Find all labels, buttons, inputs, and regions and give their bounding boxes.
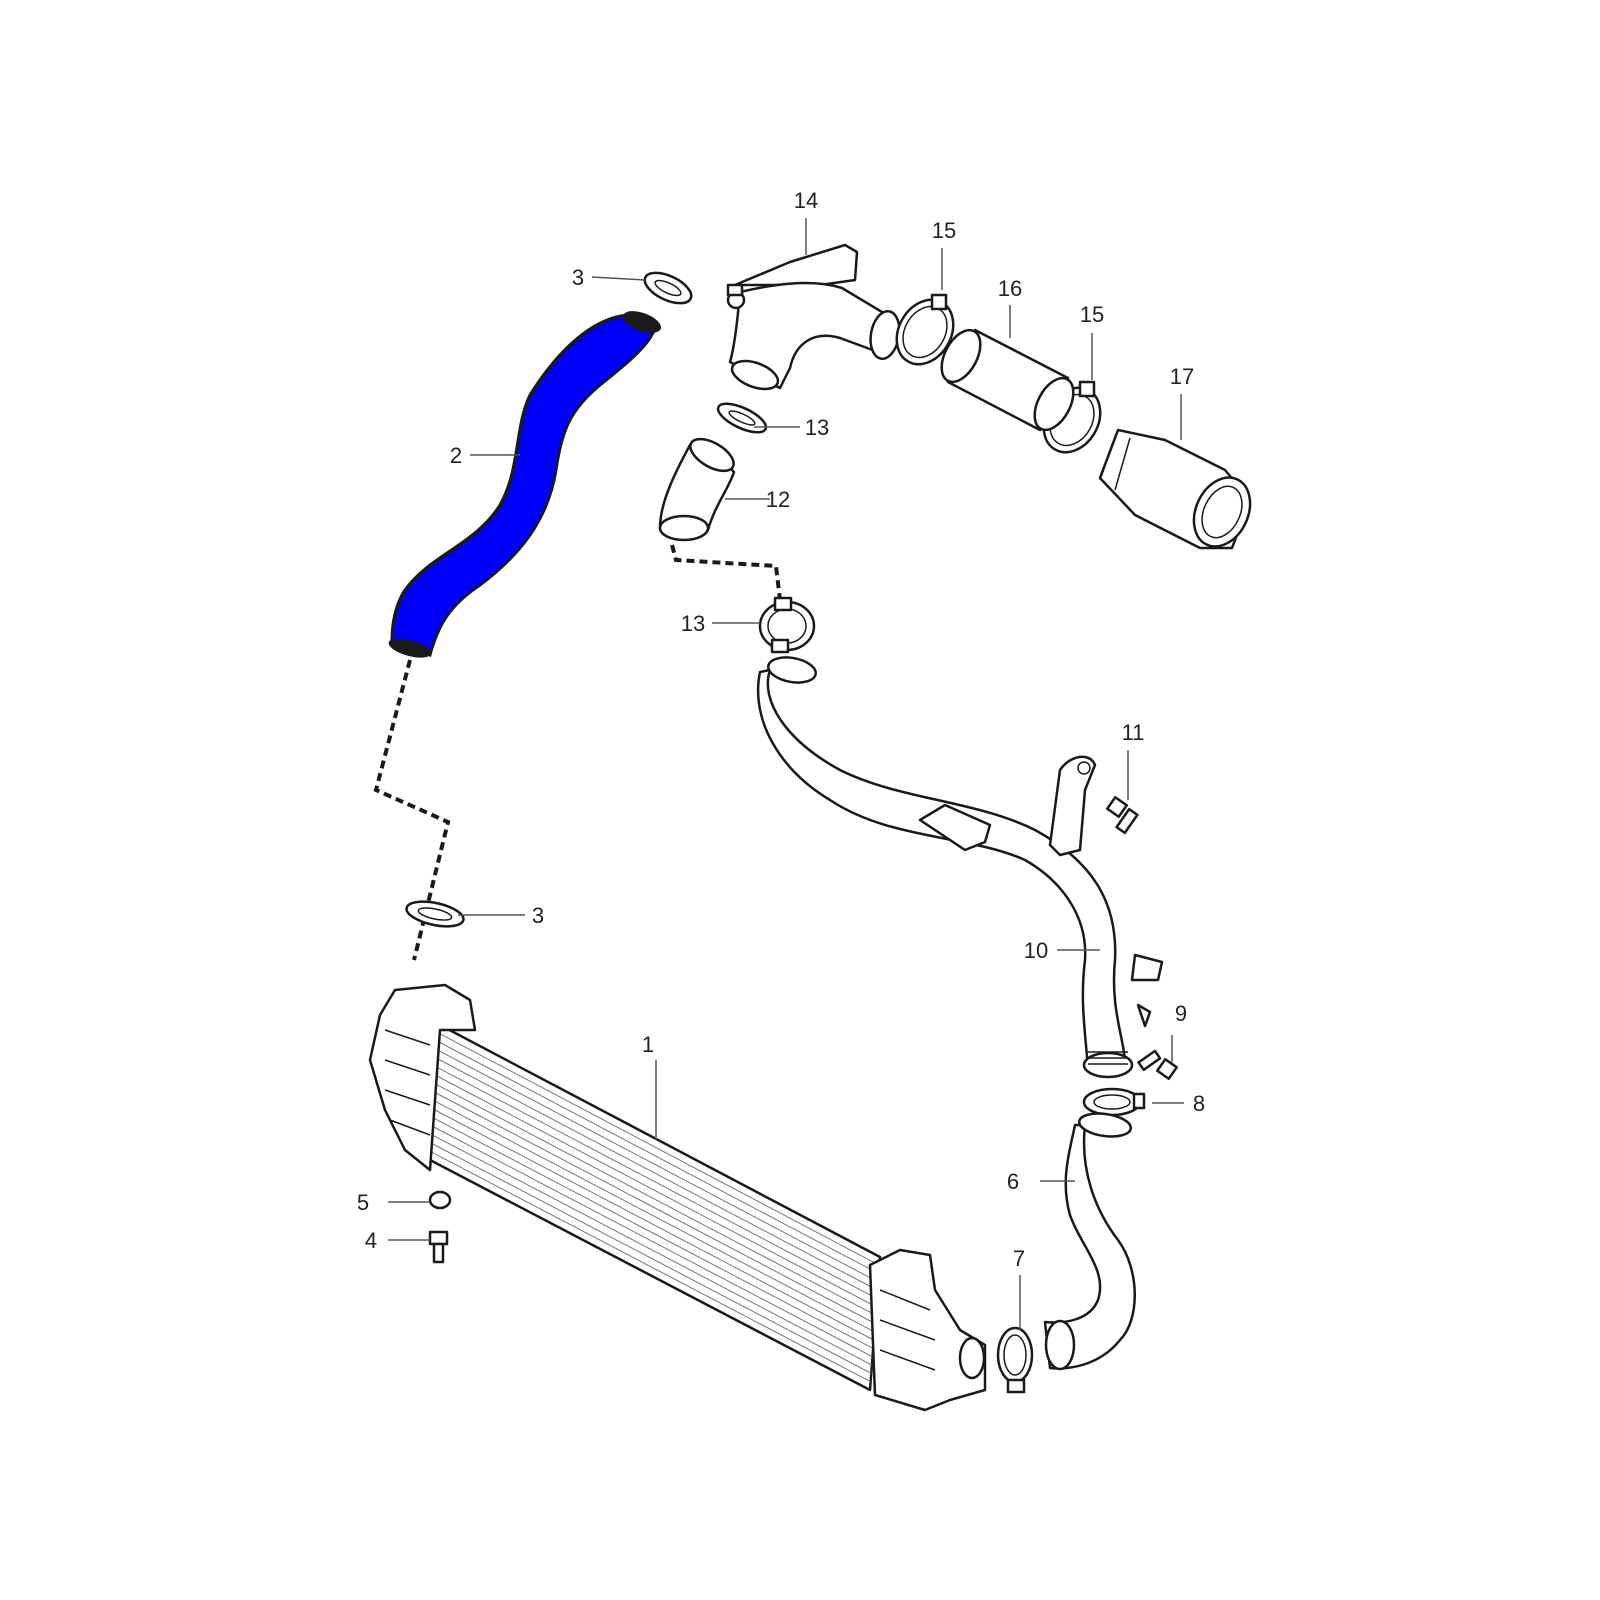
callout-7: 7 — [1013, 1246, 1025, 1271]
assembly-path-dashed-mid — [670, 544, 782, 601]
callout-5: 5 — [357, 1190, 369, 1215]
callout-15-upper: 15 — [932, 218, 956, 243]
callout-17: 17 — [1170, 364, 1194, 389]
callout-11: 11 — [1122, 720, 1145, 745]
callout-2: 2 — [450, 443, 462, 468]
callout-15-lower: 15 — [1080, 302, 1104, 327]
intercooler-fin — [438, 1041, 879, 1275]
intercooler-fin — [432, 1125, 873, 1358]
straight-hose[interactable] — [934, 324, 1082, 436]
hose-clamp-upper[interactable] — [640, 267, 695, 310]
intercooler-fin — [433, 1108, 874, 1341]
callout-4: 4 — [365, 1228, 377, 1253]
elbow-hose[interactable] — [658, 433, 739, 542]
intercooler-fin — [436, 1066, 878, 1300]
intercooler-fin — [431, 1134, 873, 1366]
bolt-4[interactable] — [428, 1230, 449, 1264]
callout-13-upper: 13 — [805, 415, 829, 440]
callout-3-lower: 3 — [532, 903, 544, 928]
callout-13-lower: 13 — [681, 611, 705, 636]
callout-3-upper: 3 — [572, 265, 584, 290]
hose-connector[interactable] — [1098, 428, 1261, 556]
intercooler-fin — [432, 1117, 874, 1349]
callout-16: 16 — [998, 276, 1022, 301]
intercooler[interactable] — [368, 983, 987, 1412]
bolt-9[interactable] — [1137, 1049, 1178, 1080]
hose-clamp-8[interactable] — [1082, 1087, 1146, 1117]
leader-lines — [388, 218, 1184, 1330]
callout-8: 8 — [1193, 1091, 1205, 1116]
hose-clamp-13-upper[interactable] — [714, 398, 770, 438]
intercooler-fin — [437, 1049, 879, 1283]
intercooler-fin — [439, 1032, 880, 1266]
callout-10: 10 — [1024, 938, 1048, 963]
callout-6: 6 — [1007, 1169, 1019, 1194]
lower-hose[interactable] — [1043, 1110, 1136, 1371]
callout-12: 12 — [766, 487, 790, 512]
intercooler-fin — [434, 1092, 876, 1324]
hose-clamp-lower[interactable] — [404, 897, 465, 931]
intercooler-fin — [434, 1100, 875, 1333]
washer-5[interactable] — [428, 1190, 452, 1210]
intercooler-core-fins — [430, 1032, 880, 1383]
hose-clamp-15-upper[interactable] — [885, 290, 964, 375]
intercooler-fin — [436, 1075, 877, 1308]
intercooler-fin — [435, 1083, 876, 1316]
intercooler-fin — [431, 1142, 872, 1374]
callout-14: 14 — [794, 188, 818, 213]
support-bracket[interactable] — [1048, 755, 1097, 857]
charge-air-hose-highlighted[interactable] — [387, 307, 664, 662]
callout-1: 1 — [642, 1032, 654, 1057]
pipe-with-bracket[interactable] — [726, 243, 903, 394]
callout-labels: 1 2 3 3 4 5 6 7 8 9 10 11 12 13 13 14 15… — [357, 188, 1205, 1271]
assembly-path-dashed-left — [373, 659, 451, 961]
hose-clamp-7[interactable] — [996, 1326, 1034, 1394]
intercooler-fin — [430, 1151, 871, 1383]
long-charge-pipe[interactable] — [756, 654, 1164, 1079]
bolt-11[interactable] — [1106, 796, 1139, 835]
intercooler-fin — [437, 1058, 878, 1291]
callout-9: 9 — [1175, 1001, 1187, 1026]
hose-clamp-13-lower[interactable] — [758, 596, 816, 654]
